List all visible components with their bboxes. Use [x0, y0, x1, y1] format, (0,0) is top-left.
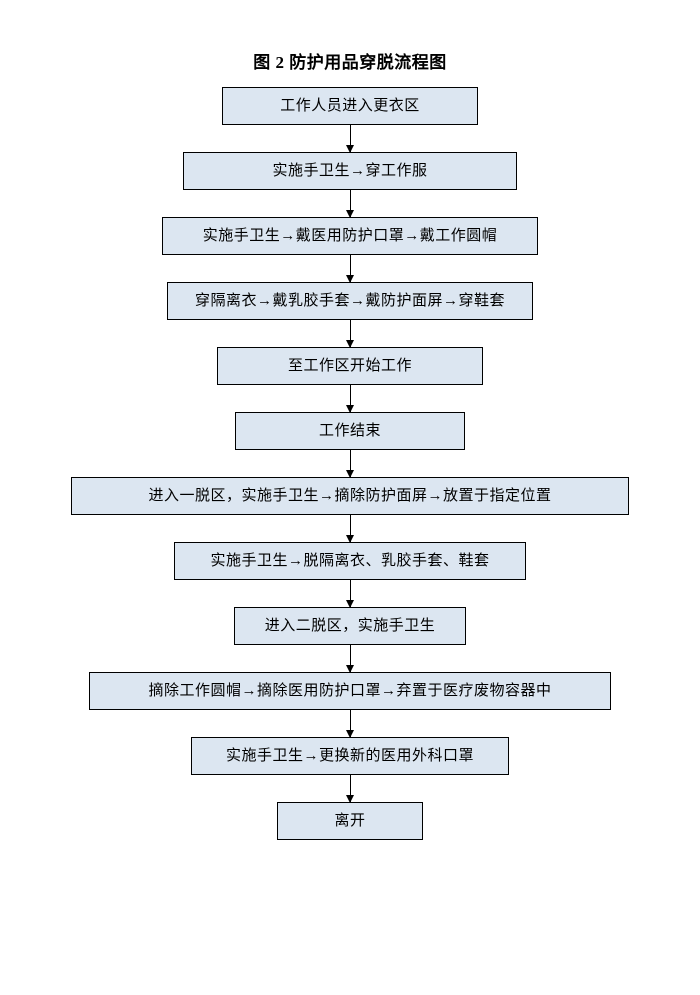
flow-node-1: 工作人员进入更衣区 — [222, 87, 478, 125]
page-title: 图 2 防护用品穿脱流程图 — [253, 53, 447, 72]
flow-arrow-9 — [345, 645, 354, 673]
flow-node-8: 实施手卫生→脱隔离衣、乳胶手套、鞋套 — [174, 542, 526, 580]
flow-node-4: 穿隔离衣→戴乳胶手套→戴防护面屏→穿鞋套 — [167, 282, 533, 320]
flowchart: 工作人员进入更衣区 实施手卫生→穿工作服 实施手卫生→戴医用防护口罩→戴工作圆帽… — [0, 87, 700, 840]
flow-arrow-1 — [345, 125, 354, 153]
flow-arrow-8 — [345, 580, 354, 608]
flow-arrow-11 — [345, 775, 354, 803]
flow-node-6: 工作结束 — [235, 412, 465, 450]
flow-node-9: 进入二脱区，实施手卫生 — [234, 607, 466, 645]
flow-arrow-10 — [345, 710, 354, 738]
flow-node-12: 离开 — [277, 802, 423, 840]
flow-arrow-7 — [345, 515, 354, 543]
flow-arrow-2 — [345, 190, 354, 218]
flow-arrow-5 — [345, 385, 354, 413]
flow-node-7: 进入一脱区，实施手卫生→摘除防护面屏→放置于指定位置 — [71, 477, 629, 515]
flow-arrow-6 — [345, 450, 354, 478]
flow-node-5: 至工作区开始工作 — [217, 347, 483, 385]
flow-node-2: 实施手卫生→穿工作服 — [183, 152, 517, 190]
flow-node-3: 实施手卫生→戴医用防护口罩→戴工作圆帽 — [162, 217, 538, 255]
flow-node-10: 摘除工作圆帽→摘除医用防护口罩→弃置于医疗废物容器中 — [89, 672, 611, 710]
flow-arrow-3 — [345, 255, 354, 283]
flow-node-11: 实施手卫生→更换新的医用外科口罩 — [191, 737, 509, 775]
flow-arrow-4 — [345, 320, 354, 348]
